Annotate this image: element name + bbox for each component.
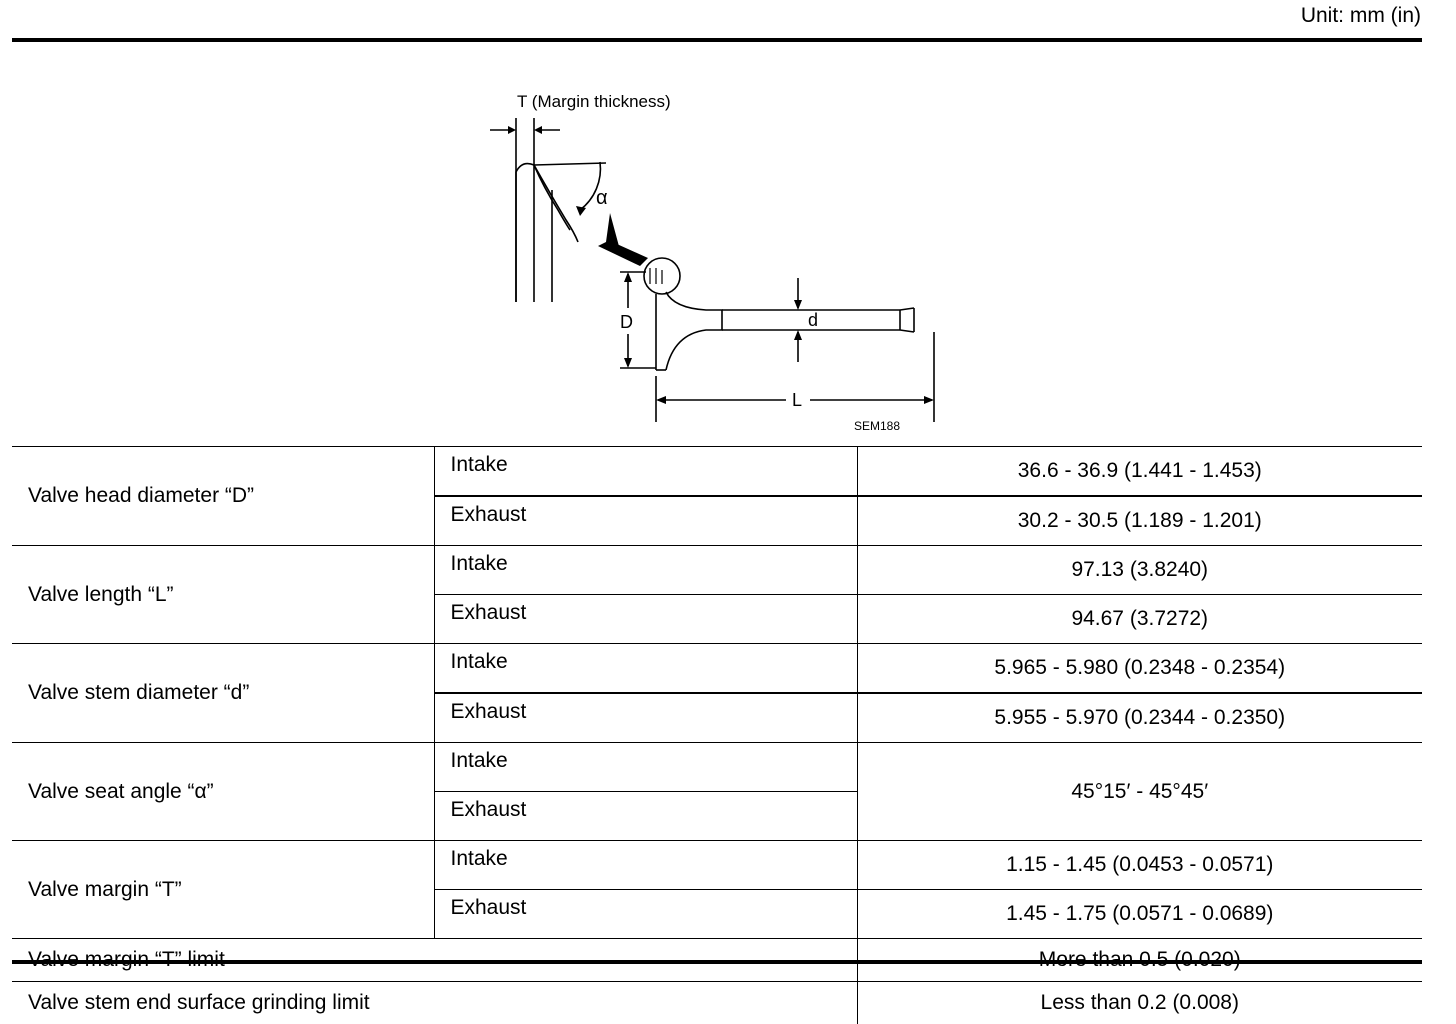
value-cell: 30.2 - 30.5 (1.189 - 1.201) xyxy=(857,496,1422,546)
valve-spec-table: Valve head diameter “D” Intake 36.6 - 36… xyxy=(12,446,1422,1024)
table-row: Valve length “L” Intake 97.13 (3.8240) xyxy=(12,546,1422,595)
intake-label: Intake xyxy=(434,546,857,595)
value-cell: 97.13 (3.8240) xyxy=(857,546,1422,595)
item-label: Valve seat angle “α” xyxy=(12,743,434,841)
angle-label: α xyxy=(596,187,608,209)
unit-label: Unit: mm (in) xyxy=(1301,4,1421,28)
item-label: Valve stem diameter “d” xyxy=(12,644,434,743)
item-label: Valve stem end surface grinding limit xyxy=(12,982,857,1024)
value-cell: 36.6 - 36.9 (1.441 - 1.453) xyxy=(857,447,1422,497)
bottom-rule xyxy=(12,960,1422,964)
valve-diagram: T (Margin thickness) α D xyxy=(470,80,950,440)
value-cell: Less than 0.2 (0.008) xyxy=(857,982,1422,1024)
head-diameter-label: D xyxy=(620,312,633,332)
value-cell: 94.67 (3.7272) xyxy=(857,595,1422,644)
figure-code: SEM188 xyxy=(854,419,900,433)
intake-label: Intake xyxy=(434,644,857,694)
intake-label: Intake xyxy=(434,841,857,890)
intake-label: Intake xyxy=(434,743,857,792)
item-label: Valve margin “T” xyxy=(12,841,434,939)
margin-thickness-label: T (Margin thickness) xyxy=(517,92,671,111)
value-cell: 45°15′ - 45°45′ xyxy=(857,743,1422,841)
value-cell: 5.955 - 5.970 (0.2344 - 0.2350) xyxy=(857,693,1422,743)
exhaust-label: Exhaust xyxy=(434,890,857,939)
exhaust-label: Exhaust xyxy=(434,496,857,546)
table-row: Valve head diameter “D” Intake 36.6 - 36… xyxy=(12,447,1422,497)
exhaust-label: Exhaust xyxy=(434,792,857,841)
table-row: Valve margin “T” Intake 1.15 - 1.45 (0.0… xyxy=(12,841,1422,890)
value-cell: 5.965 - 5.980 (0.2348 - 0.2354) xyxy=(857,644,1422,694)
table-row: Valve stem diameter “d” Intake 5.965 - 5… xyxy=(12,644,1422,694)
table-row: Valve seat angle “α” Intake 45°15′ - 45°… xyxy=(12,743,1422,792)
value-cell: 1.45 - 1.75 (0.0571 - 0.0689) xyxy=(857,890,1422,939)
value-cell: 1.15 - 1.45 (0.0453 - 0.0571) xyxy=(857,841,1422,890)
top-rule xyxy=(12,38,1422,42)
stem-diameter-label: d xyxy=(808,310,818,330)
length-label: L xyxy=(792,390,802,410)
intake-label: Intake xyxy=(434,447,857,497)
exhaust-label: Exhaust xyxy=(434,693,857,743)
table-row: Valve stem end surface grinding limit Le… xyxy=(12,982,1422,1024)
item-label: Valve head diameter “D” xyxy=(12,447,434,546)
exhaust-label: Exhaust xyxy=(434,595,857,644)
item-label: Valve length “L” xyxy=(12,546,434,644)
